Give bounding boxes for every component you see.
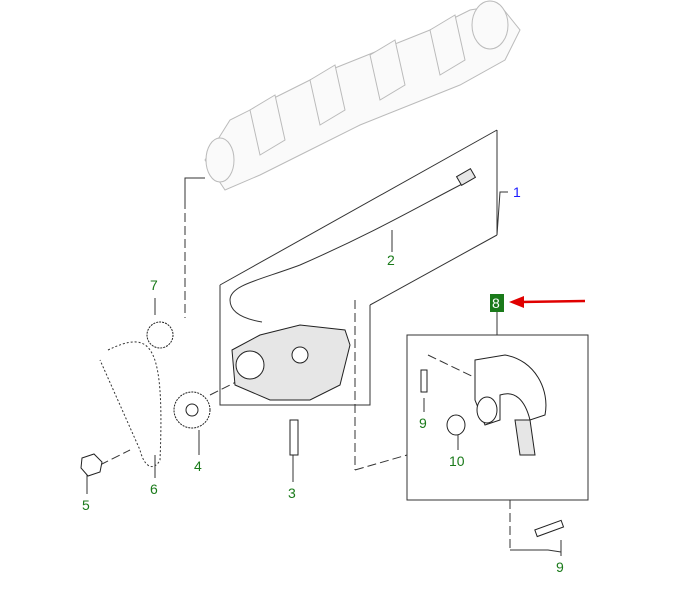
highlight-arrow-icon — [509, 296, 586, 308]
leader-lines — [86, 129, 589, 556]
oil-pump-illustration — [231, 324, 351, 456]
callout-6[interactable]: 6 — [150, 481, 158, 497]
callout-3[interactable]: 3 — [288, 485, 296, 501]
callout-2[interactable]: 2 — [387, 252, 395, 268]
callout-10[interactable]: 10 — [449, 453, 465, 469]
callout-7[interactable]: 7 — [150, 277, 158, 293]
callout-9-lower[interactable]: 9 — [556, 559, 564, 575]
callout-9-upper[interactable]: 9 — [419, 415, 427, 431]
callout-8[interactable]: 8 — [492, 295, 500, 311]
timing-chain-illustration — [80, 321, 211, 477]
oil-pickup-illustration — [420, 354, 565, 538]
oil-sensor-harness — [229, 167, 477, 323]
callout-8-highlight — [490, 294, 504, 312]
crankshaft-illustration — [204, 0, 521, 191]
callout-5[interactable]: 5 — [82, 497, 90, 513]
callout-1[interactable]: 1 — [513, 184, 521, 200]
callout-4[interactable]: 4 — [194, 458, 202, 474]
